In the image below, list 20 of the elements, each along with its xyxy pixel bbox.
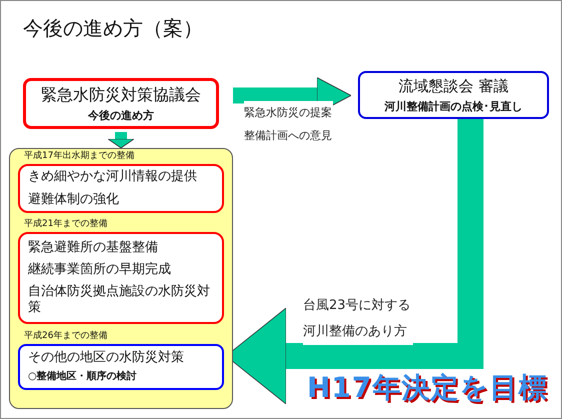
box-title: 流域懇談会 審議: [398, 76, 508, 96]
box-text: 河川整備計画の点検･見直し: [384, 100, 522, 114]
schedule-panel: [9, 148, 233, 409]
box-text: 今後の進め方: [88, 108, 154, 122]
box-text: その他の地区の水防災対策: [28, 350, 184, 366]
box-text: きめ細やかな河川情報の提供: [28, 169, 197, 186]
phase-heading: 平成17年出水期までの整備: [24, 150, 134, 162]
block-arrow: [108, 132, 134, 148]
box-text: 避難体制の強化: [28, 192, 119, 208]
phase-heading: 平成26年までの整備: [24, 330, 108, 342]
box-text: 継続事業箇所の早期完成: [28, 262, 171, 278]
box-title: 緊急水防災対策協議会: [41, 84, 201, 105]
box-text: ○整備地区・順序の検討: [28, 371, 137, 384]
meeting-box: [358, 71, 549, 119]
goal-text: H17年決定を目標: [307, 370, 548, 406]
slide-title: 今後の進め方（案）: [23, 15, 203, 42]
box-text: 緊急避難所の基盤整備: [28, 240, 158, 256]
phase-heading: 平成21年までの整備: [24, 218, 108, 230]
council-box: [23, 78, 219, 129]
box-text: 自治体防災拠点施設の水防災対策: [28, 284, 211, 316]
